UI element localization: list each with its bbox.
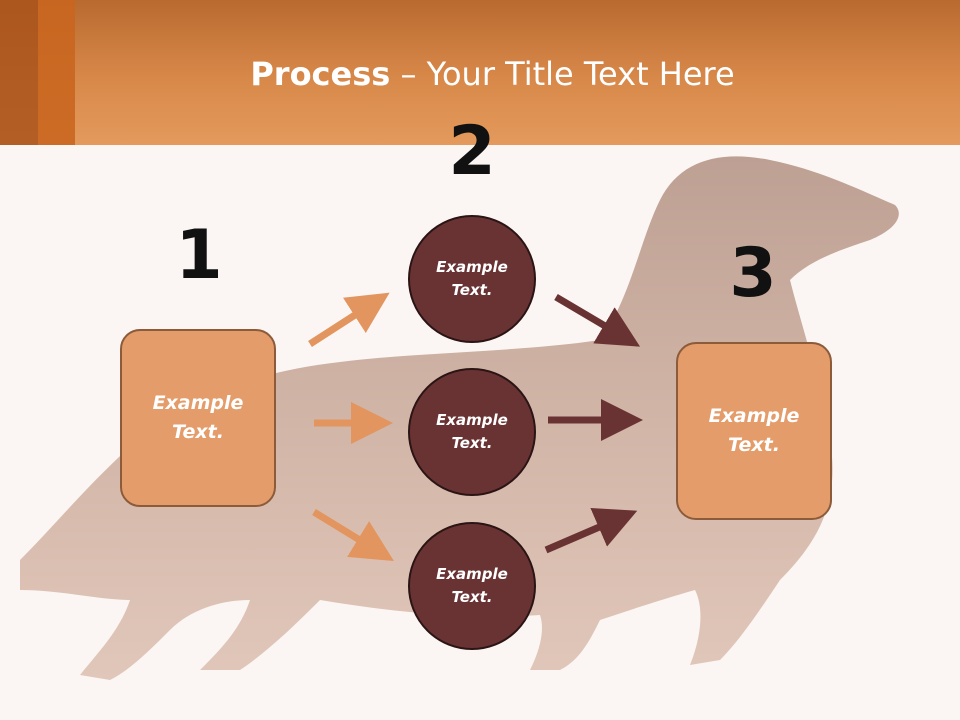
circle-3-label-line-2: Text. (451, 588, 493, 606)
arrow-to-circle-1 (308, 292, 390, 347)
step-2-circle-2: Example Text. (408, 368, 536, 496)
circle-2-label-line-2: Text. (451, 434, 493, 452)
step-number-3: 3 (729, 234, 777, 313)
step-3-label-line-2: Text. (728, 434, 780, 456)
header-bar (0, 0, 960, 145)
header-accent-strip (0, 0, 38, 145)
arrow-from-circle-3 (544, 508, 638, 554)
step-3-box: Example Text. (676, 342, 832, 520)
title-rest: – Your Title Text Here (390, 55, 735, 93)
step-2-circle-3: Example Text. (408, 522, 536, 650)
arrow-to-circle-3 (312, 509, 394, 561)
slide-title: Process – Your Title Text Here (0, 52, 960, 96)
step-2-circle-1: Example Text. (408, 215, 536, 343)
circle-3-label-line-1: Example (436, 565, 508, 583)
circle-2-label: Example Text. (417, 409, 527, 455)
circle-1-label: Example Text. (417, 256, 527, 302)
circle-3-label: Example Text. (417, 563, 527, 609)
step-3-label-line-1: Example (708, 405, 800, 427)
step-1-box: Example Text. (120, 329, 276, 507)
title-bold: Process (250, 55, 391, 93)
step-number-2: 2 (448, 112, 496, 191)
step-1-label: Example Text. (153, 389, 244, 447)
arrow-from-circle-1 (554, 293, 641, 347)
step-number-1: 1 (175, 216, 223, 295)
step-1-label-line-1: Example (152, 392, 244, 414)
circle-1-label-line-1: Example (436, 258, 508, 276)
header-accent-strip (38, 0, 75, 145)
step-1-label-line-2: Text. (172, 421, 224, 443)
circle-2-label-line-1: Example (436, 411, 508, 429)
step-3-label: Example Text. (709, 402, 800, 460)
circle-1-label-line-2: Text. (451, 281, 493, 299)
